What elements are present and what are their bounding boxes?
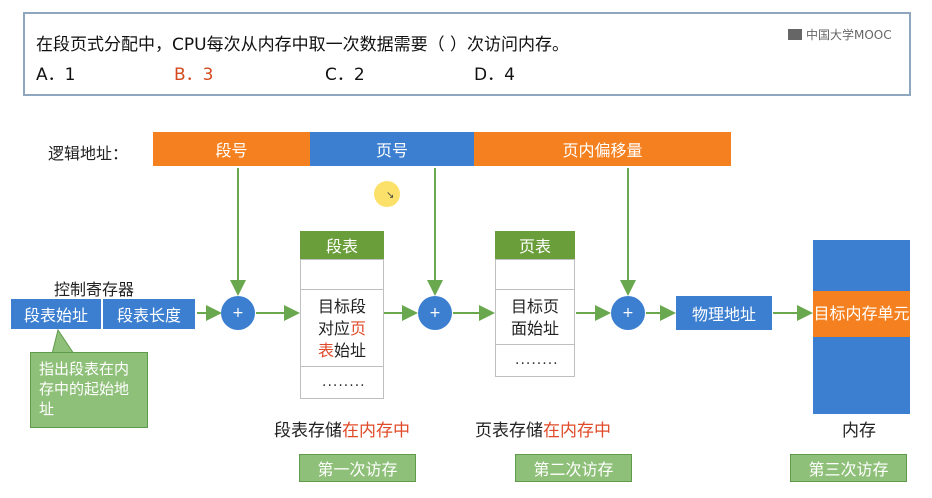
first-memory-access: 第一次访存 [299,454,416,482]
segment-number-field: 段号 [153,132,310,166]
target-memory-unit: 目标内存单元 [813,291,910,337]
segment-table-cell-run: 目标段 [317,297,366,316]
segment-table-storage-note: 段表存储在内存中 [274,416,410,441]
logical-address-label: 逻辑地址： [48,144,129,163]
callout-note: 指出段表在内存中的起始地址 [30,352,148,428]
adder-3: + [611,296,645,330]
page-table-empty-row [495,259,575,289]
page-number-field: 页号 [310,132,474,166]
question-text: 在段页式分配中，CPU每次从内存中取一次数据需要（ ）次访问内存。 [36,35,569,55]
option-b-answer[interactable]: B．3 [174,65,214,85]
segment-table-length-register: 段表长度 [102,298,196,330]
second-memory-access: 第二次访存 [515,454,632,482]
page-table-target-cell: 目标页 面始址 [495,289,575,345]
option-c[interactable]: C．2 [325,65,365,85]
mooc-logo: 中国大学MOOC [788,26,892,43]
option-d[interactable]: D．4 [474,65,515,85]
physical-address-box: 物理地址 [676,296,772,330]
page-store-highlight: 在内存中 [543,421,611,441]
segment-table-start-register: 段表始址 [10,298,102,330]
question-panel [23,12,911,96]
segment-store-highlight: 在内存中 [342,421,410,441]
memory-label: 内存 [842,421,876,441]
segment-table-cell-line-2: 对应页 [300,318,384,340]
page-offset-field: 页内偏移量 [474,132,731,166]
segment-table-dots: ........ [322,374,366,390]
page-table-storage-note: 页表存储在内存中 [475,416,611,441]
mooc-book-icon [788,29,802,40]
mooc-logo-text: 中国大学MOOC [806,28,892,42]
segment-table-cell-run: 页 [350,319,367,338]
page-table-header: 页表 [495,231,575,259]
adder-2: + [418,296,452,330]
page-table-dots: ........ [515,352,559,368]
segment-table-header: 段表 [300,231,384,259]
page-table-cell-line-1: 目标页 [510,297,559,316]
segment-table-cell-line-1: 目标段 [300,296,384,318]
cursor-icon: ↘ [386,190,395,201]
segment-table-cell-run: 表 [317,341,334,360]
segment-store-prefix: 段表存储 [274,421,342,441]
pointer-highlight-icon [374,181,400,207]
segment-table-target-cell: 目标段对应页表始址 [300,289,384,367]
segment-table-empty-row [300,259,384,289]
callout-pointer [51,328,75,354]
page-store-prefix: 页表存储 [475,421,543,441]
segment-table-cell-run: 对应 [317,319,350,338]
option-a[interactable]: A．1 [36,65,76,85]
third-memory-access: 第三次访存 [790,454,907,482]
segment-table-cell-run: 始址 [334,341,367,360]
control-register-label: 控制寄存器 [54,280,135,299]
page-table-cell-line-2: 面始址 [510,319,559,338]
adder-1: + [221,296,255,330]
segment-table-cell-line-3: 表始址 [300,340,384,362]
